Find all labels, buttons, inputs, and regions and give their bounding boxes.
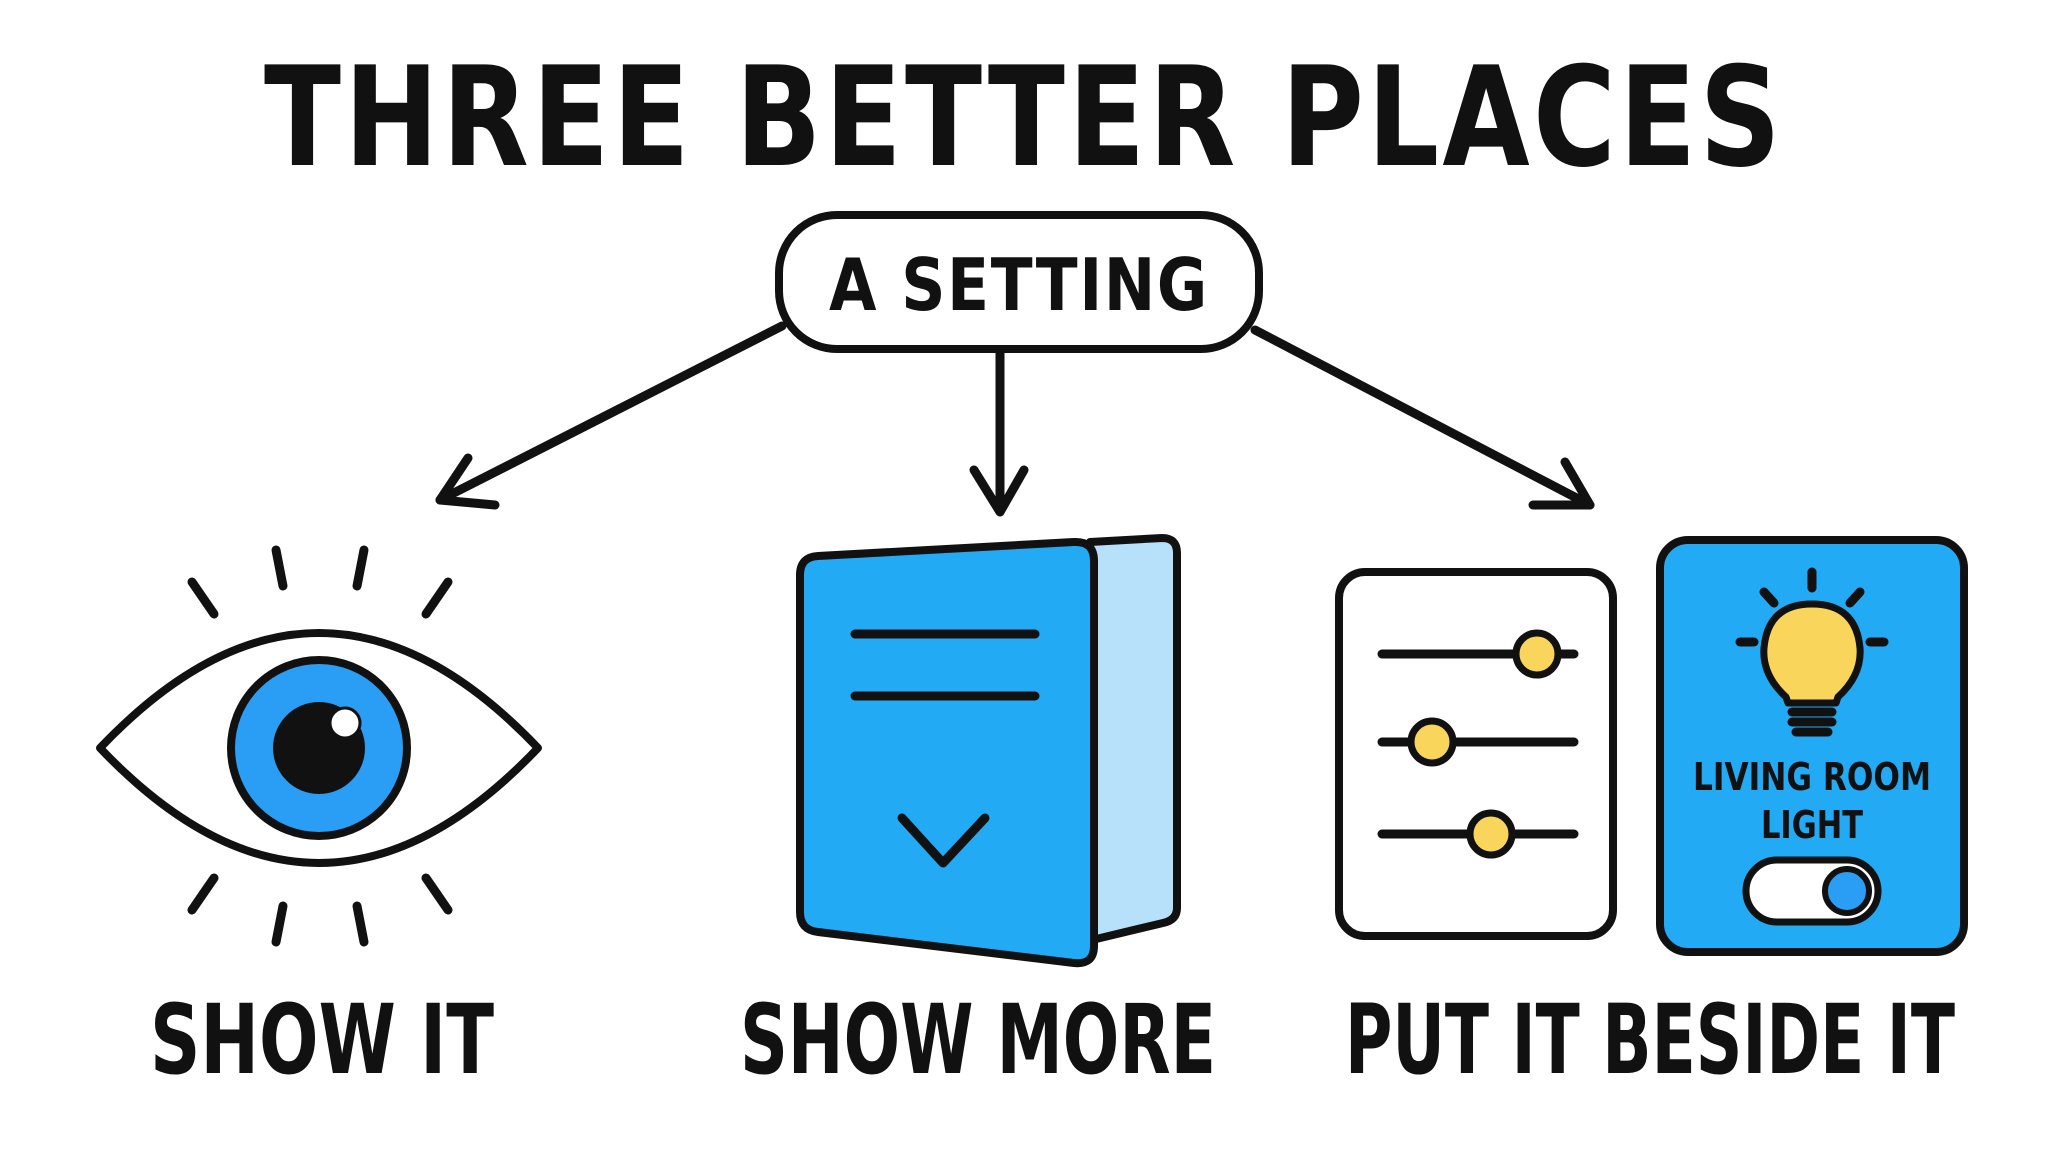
expand-panel-icon [796,534,1181,968]
sliders-icon [1335,568,1617,940]
toggle-switch-icon[interactable] [1742,856,1882,926]
option-label-show-it: SHOW IT [150,984,494,1096]
center-node-label: A SETTING [829,243,1209,327]
lightbulb-icon [1735,567,1889,737]
light-card: LIVING ROOM LIGHT [1656,536,1968,956]
diagram-title: THREE BETTER PLACES [264,37,1784,198]
eye-icon [96,545,542,947]
eye-rays [187,545,453,947]
panel-back [1086,534,1181,944]
option-label-put-beside: PUT IT BESIDE IT [1345,984,1955,1096]
light-card-label-line1: LIVING ROOM [1693,755,1931,799]
arrow-left [435,321,787,510]
panel-front [796,537,1098,968]
light-card-label-line2: LIGHT [1761,803,1863,847]
center-node: A SETTING [775,211,1263,353]
chevron-down-icon [897,813,990,868]
option-label-show-more: SHOW MORE [740,984,1216,1096]
arrow-right [1250,325,1595,510]
sliders-card [1335,568,1617,940]
eye-highlight [328,706,362,740]
arrow-center [969,347,1029,517]
center-node-box [775,211,1263,353]
